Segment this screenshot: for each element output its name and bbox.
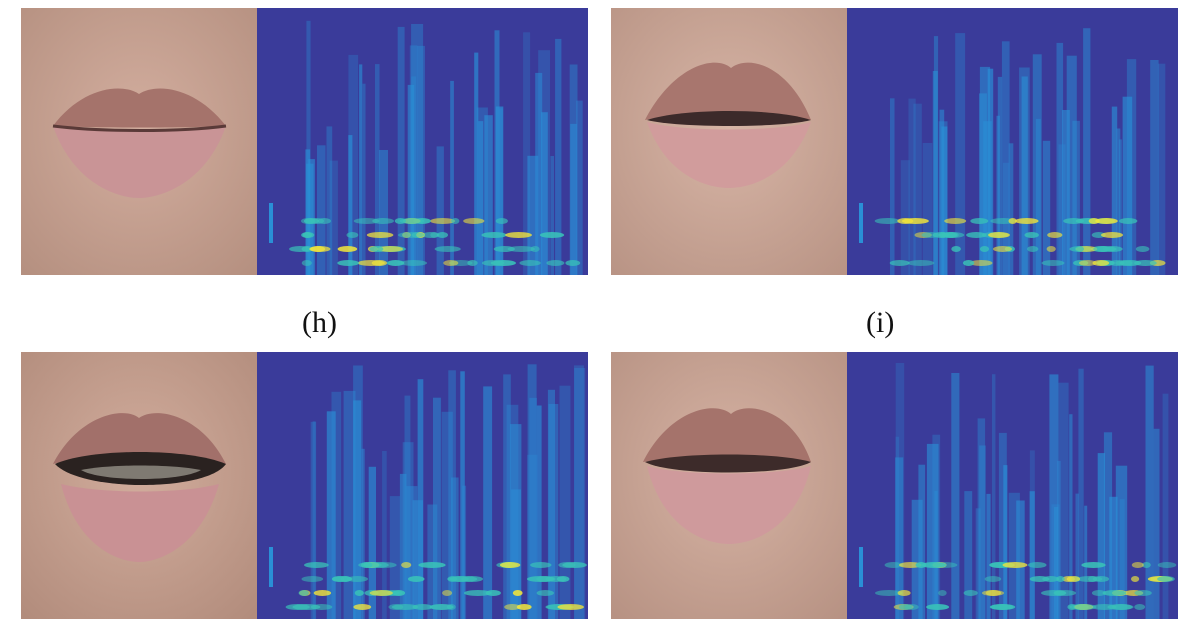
panel-caption-i: (i) <box>866 306 895 339</box>
figure-panel-bottom-left <box>21 352 588 619</box>
figure-panel-top-left <box>21 8 588 275</box>
spectrogram <box>847 8 1178 275</box>
lips-photo <box>611 352 847 619</box>
lips-photo <box>21 352 257 619</box>
figure-panel-top-right <box>611 8 1178 275</box>
panel-caption-h: (h) <box>302 306 337 339</box>
figure-panel-bottom-right <box>611 352 1178 619</box>
spectrogram <box>847 352 1178 619</box>
lips-photo <box>21 8 257 275</box>
spectrogram <box>257 352 588 619</box>
lips-photo <box>611 8 847 275</box>
spectrogram <box>257 8 588 275</box>
